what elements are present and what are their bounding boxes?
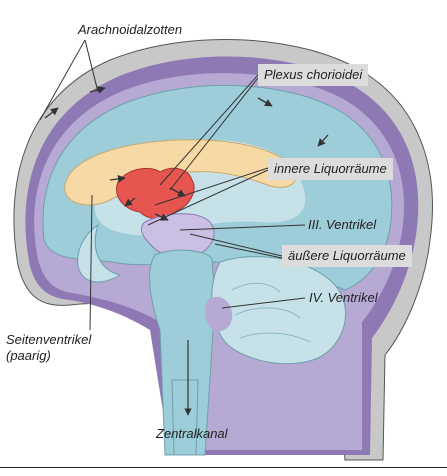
label-seitenventrikel-paarig: (paarig) [6,348,51,363]
label-arachnoidalzotten: Arachnoidalzotten [78,22,182,37]
spinal-cord [172,380,198,455]
label-iv-ventrikel: IV. Ventrikel [309,290,378,305]
label-innere-liquorraeume: innere Liquorräume [268,158,393,180]
label-zentralkanal: Zentralkanal [156,426,228,441]
bottom-rule [0,467,447,468]
label-seitenventrikel: Seitenventrikel [6,332,91,347]
label-plexus-chorioidei: Plexus chorioidei [258,64,368,86]
label-iii-ventrikel: III. Ventrikel [308,217,376,232]
label-aeussere-liquorraeume: äußere Liquorräume [282,245,412,267]
